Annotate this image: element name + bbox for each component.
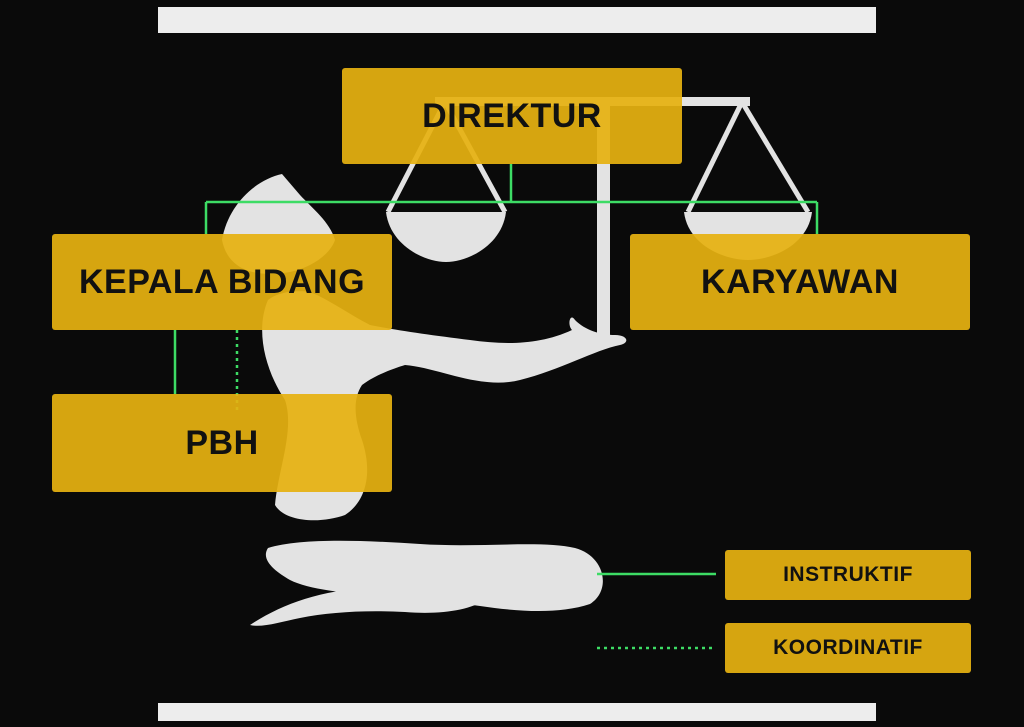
pbh-box: PBH [52, 394, 392, 492]
pbh-label: PBH [185, 423, 259, 462]
kepala-bidang-label: KEPALA BIDANG [78, 262, 366, 301]
bottom-banner-bar [158, 703, 876, 721]
direktur-box: DIREKTUR [342, 68, 682, 164]
top-banner-bar [158, 7, 876, 33]
direktur-label: DIREKTUR [422, 96, 602, 135]
karyawan-box: KARYAWAN [630, 234, 970, 330]
legend-koordinatif-label: KOORDINATIF [773, 636, 923, 659]
legend-instruktif-box: INSTRUKTIF [725, 550, 971, 600]
legend-koordinatif-box: KOORDINATIF [725, 623, 971, 673]
karyawan-label: KARYAWAN [701, 262, 899, 301]
legend-instruktif-label: INSTRUKTIF [783, 563, 913, 586]
kepala-bidang-box: KEPALA BIDANG [52, 234, 392, 330]
